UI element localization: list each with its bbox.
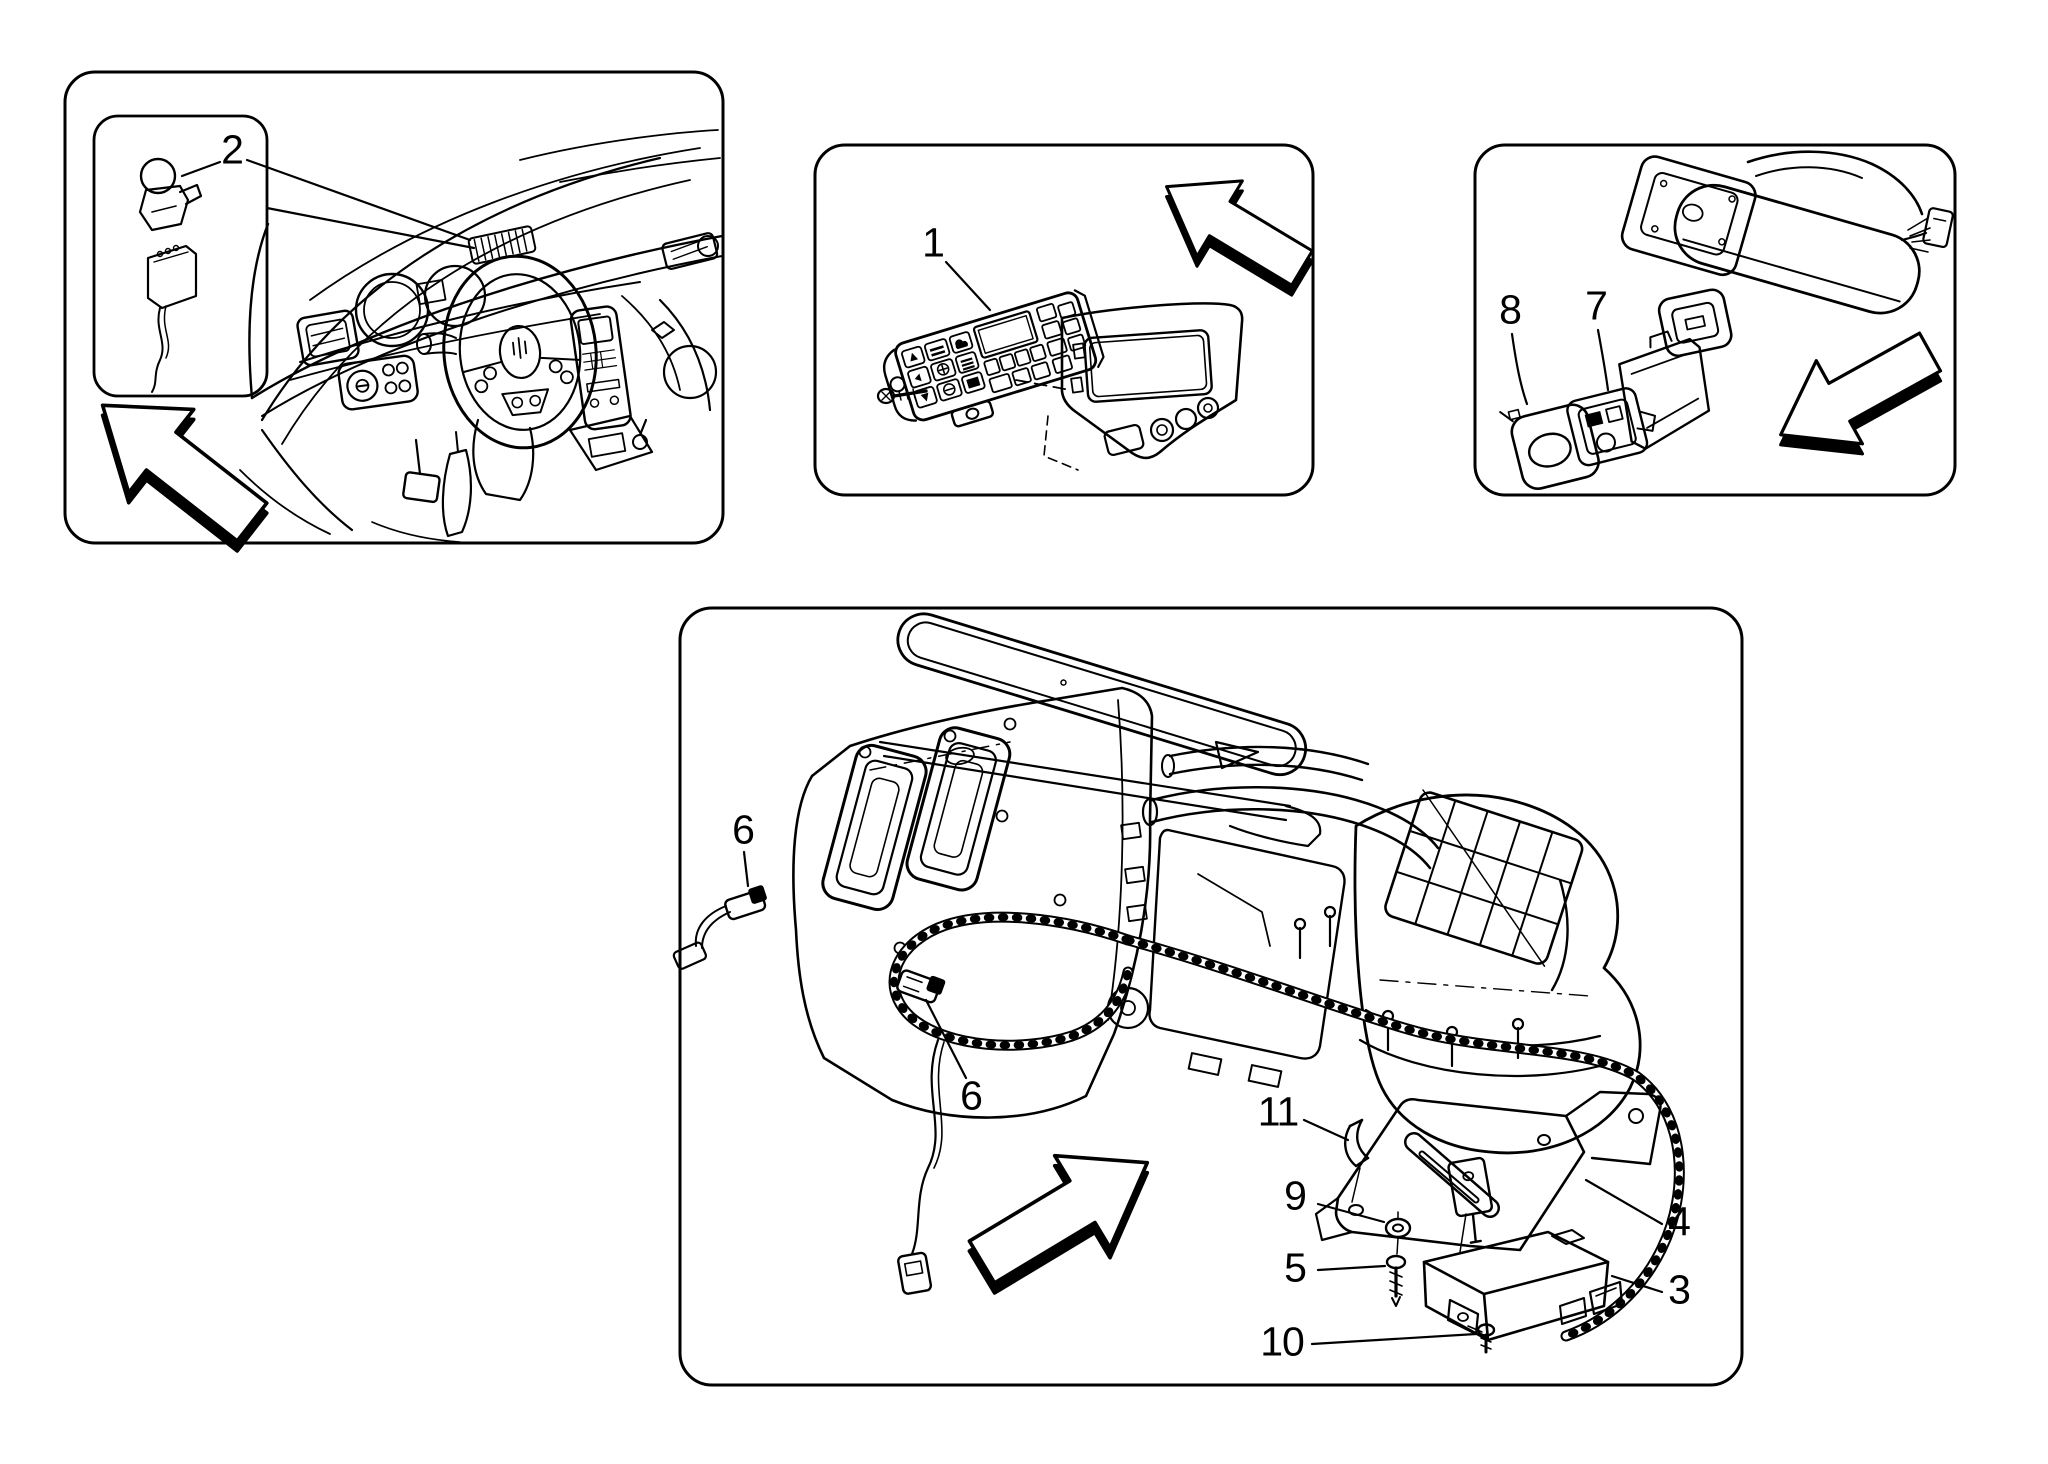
callout-9: 9 <box>1284 1172 1307 1219</box>
leader-line <box>742 850 750 888</box>
blower-housing <box>1293 789 1642 1155</box>
direction-arrow-up-left <box>1142 147 1327 318</box>
callout-11: 11 <box>1257 1088 1300 1135</box>
panel-border <box>1473 143 1957 497</box>
callout-5: 5 <box>1284 1244 1307 1291</box>
sun-sensor <box>138 157 203 232</box>
mirror-harness-connector <box>1900 207 1954 253</box>
steering-wheel <box>442 254 598 450</box>
callout-7: 7 <box>1585 282 1608 329</box>
screw <box>876 387 928 405</box>
temperature-sensor <box>896 969 946 1004</box>
leader-line <box>180 160 222 178</box>
callout-3: 3 <box>1668 1266 1691 1313</box>
leader-line <box>924 998 968 1080</box>
leader-line <box>1596 328 1610 392</box>
leader-line <box>265 206 476 250</box>
wiring-harness <box>894 917 1679 1336</box>
ac-control-unit <box>882 289 1105 428</box>
mirror-mount <box>1620 155 1757 277</box>
screw <box>1385 1254 1407 1307</box>
radio-bezel <box>1060 302 1244 460</box>
retaining-clip <box>1344 1118 1370 1168</box>
direction-arrow-up-right <box>952 1114 1177 1320</box>
callout-4: 4 <box>1668 1198 1691 1245</box>
panel-dashboard-location <box>63 70 725 576</box>
leader-lines <box>1302 1118 1664 1346</box>
panel-ac-control-unit <box>813 143 1327 497</box>
mounting-bracket <box>1314 1090 1662 1252</box>
center-stack <box>569 305 632 431</box>
callout-6a: 6 <box>732 806 755 853</box>
direction-arrow-down-left <box>1756 308 1955 488</box>
temperature-sensor <box>672 885 767 970</box>
callout-1: 1 <box>922 219 945 266</box>
screw <box>1476 1323 1496 1354</box>
dashboard-art <box>239 129 724 543</box>
switch-panel <box>337 354 419 411</box>
callout-10: 10 <box>1260 1318 1305 1365</box>
inset-box <box>92 114 269 398</box>
washer <box>1384 1217 1412 1239</box>
evaporator-case <box>1148 828 1346 1088</box>
sensor-bracket-7 <box>1566 387 1656 467</box>
callout-6b: 6 <box>960 1072 983 1119</box>
sensor-housing <box>1618 330 1711 450</box>
leader-line <box>1510 332 1529 406</box>
alignment-line <box>1043 415 1079 471</box>
hvac-distribution-box <box>792 686 1154 1119</box>
air-vent <box>296 309 360 367</box>
sensor-connector <box>146 244 198 393</box>
sensor-cover-8 <box>1499 403 1600 490</box>
rearview-mirror <box>1673 150 1924 315</box>
panel-border <box>678 606 1744 1387</box>
heater-pipes <box>1141 745 1440 870</box>
panel-border <box>63 70 725 545</box>
panel-border <box>813 143 1315 497</box>
alignment-lines <box>1351 1167 1483 1333</box>
leader-line <box>944 260 992 312</box>
callout-2: 2 <box>221 126 244 173</box>
panel-rearview-mirror-sensor <box>1473 143 1957 497</box>
callout-8: 8 <box>1499 286 1522 333</box>
panel-hvac-assembly <box>672 606 1744 1387</box>
leader-line <box>245 158 472 242</box>
